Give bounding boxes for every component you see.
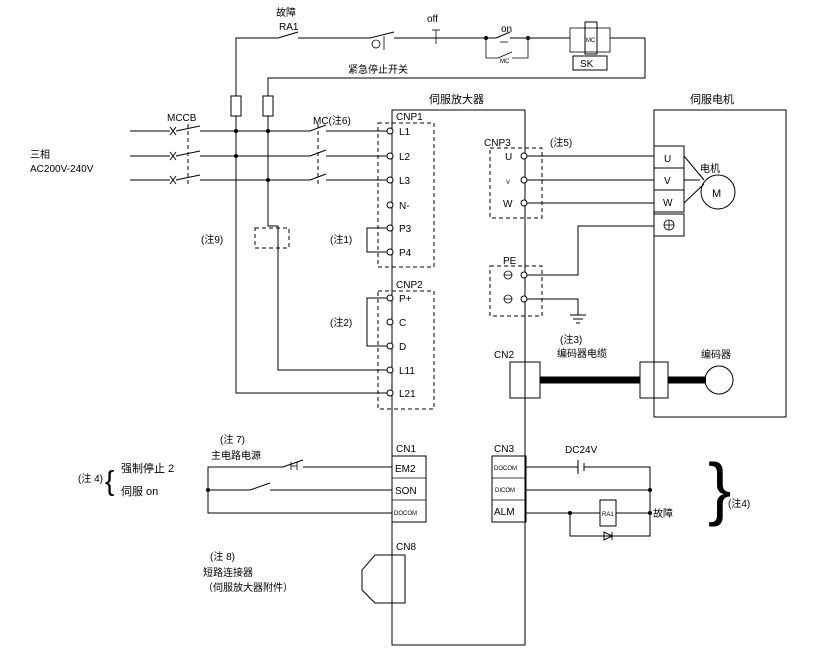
on-label: on — [501, 24, 512, 35]
short-connector-label: 短路连接器 — [203, 566, 253, 579]
cnp2-terminal-label: P+ — [399, 294, 412, 305]
servo-motor: 伺服电机 U V W 电机 M 编码器 — [653, 92, 787, 418]
forced-stop-label: 强制停止 2 — [121, 461, 174, 475]
motor-terminal-label: V — [664, 176, 671, 187]
diode-icon — [603, 531, 614, 541]
note8-label: (注 8) — [210, 550, 235, 563]
servo-amplifier: 伺服放大器 CNP1 L1 L2 L3 N- P3 P4 (注1) CNP2 P… — [330, 92, 706, 646]
cn3-terminal-label: ALM — [494, 507, 515, 518]
fault-right-label: 故障 — [653, 507, 673, 520]
note9-label: (注9) — [201, 233, 223, 246]
note2-label: (注2) — [330, 316, 352, 329]
fault-circuit: 故障 RA1 off on MC MC SK — [230, 6, 646, 131]
ra1-label: RA1 — [279, 22, 299, 33]
right-io: DC24V RA1 故障 } (注4) — [526, 445, 750, 541]
cn2-label: CN2 — [494, 350, 514, 361]
pe-label: PE — [503, 256, 517, 267]
cn1-connector — [391, 455, 427, 523]
motor-symbol: M — [712, 188, 721, 200]
cnp3-label: CNP3 — [484, 138, 511, 149]
mc-note6-label: MC(注6) — [313, 114, 351, 127]
encoder-icon — [704, 365, 734, 395]
off-label: off — [427, 14, 438, 25]
encoder-label: 编码器 — [701, 348, 731, 361]
cn1-label: CN1 — [396, 444, 416, 455]
motor-terminal-label: U — [664, 154, 671, 165]
cnp1-terminal-label: N- — [399, 201, 410, 212]
brace-right-icon: } — [708, 449, 731, 527]
mc-aux-label: MC — [500, 59, 510, 65]
voltage-label: AC200V-240V — [30, 164, 94, 175]
cnp2-terminal-label: D — [399, 342, 406, 353]
cnp1-terminals: L1 L2 L3 N- P3 P4 — [386, 127, 412, 259]
motor-label: 电机 — [700, 162, 720, 175]
pe-connector — [489, 265, 543, 317]
motor-terminal-w — [653, 189, 685, 213]
motor-body — [653, 109, 787, 418]
amplifier-body — [391, 109, 526, 646]
fuse-2 — [262, 95, 274, 117]
note5-label: (注5) — [550, 136, 572, 149]
motor-terminal-pe — [653, 213, 685, 237]
left-io: (注 7) 主电路电源 (注 4) { 强制停止 2 伺服 on (注 8) 短… — [78, 433, 392, 594]
cnp2-terminal-label: C — [399, 318, 406, 329]
relay-ra1-label: RA1 — [602, 512, 614, 518]
servo-on-label: 伺服 on — [121, 485, 158, 498]
mc-coil-label: MC — [586, 38, 596, 44]
cnp3-terminal-label: W — [503, 199, 513, 210]
short-connector-icon — [361, 554, 406, 604]
cn8-label: CN8 — [396, 542, 416, 553]
cnp1-connector — [377, 122, 435, 268]
cnp1-label: CNP1 — [396, 112, 423, 123]
motor-terminal-label: W — [663, 198, 673, 209]
cnp3-terminals: U V W — [503, 152, 528, 210]
cnp2-terminal-label: L21 — [399, 389, 416, 400]
encoder-cable-label: 编码器电缆 — [557, 347, 607, 360]
motor-title: 伺服电机 — [690, 92, 734, 106]
emergency-stop-icon — [371, 39, 381, 49]
cn3-connector — [491, 455, 527, 523]
cn3-terminal-label: DICOM — [495, 488, 515, 494]
main-power-label: 主电路电源 — [211, 449, 261, 462]
note4-right-label: (注4) — [728, 497, 750, 510]
cnp1-terminal-label: L3 — [399, 176, 411, 187]
cnp2-connector — [377, 290, 435, 410]
emergency-stop-label: 紧急停止开关 — [348, 63, 408, 76]
cnp3-connector — [489, 147, 543, 219]
mccb-label: MCCB — [167, 113, 197, 124]
mc-coil-icon — [584, 21, 598, 55]
cnp1-terminal-label: L2 — [399, 152, 411, 163]
cn3-label: CN3 — [494, 444, 514, 455]
cnp2-label: CNP2 — [396, 280, 423, 291]
cn1-terminal-label: DOCOM — [394, 511, 417, 517]
sk-label: SK — [580, 59, 594, 70]
cn3-terminal-label: DOCOM — [494, 466, 517, 472]
note9-box — [254, 227, 290, 249]
cnp2-terminals: P+ C D L11 L21 — [386, 294, 416, 400]
phase-lines — [130, 124, 390, 186]
cnp1-terminal-label: P3 — [399, 224, 412, 235]
dc24v-label: DC24V — [565, 445, 598, 456]
cnp1-terminal-label: P4 — [399, 248, 412, 259]
cnp1-terminal-label: L1 — [399, 127, 411, 138]
cnp2-terminal-label: L11 — [399, 366, 415, 377]
note7-label: (注 7) — [220, 433, 245, 446]
brace-left-icon: { — [105, 465, 114, 496]
accessory-label: （伺服放大器附件） — [203, 581, 293, 594]
motor-icon — [700, 174, 736, 210]
fault-label: 故障 — [276, 6, 296, 19]
cnp3-terminal-label: V — [506, 180, 510, 186]
cn1-terminal-label: EM2 — [395, 464, 416, 475]
note4-label: (注 4) — [78, 472, 103, 485]
note3-label: (注3) — [560, 333, 582, 346]
three-phase-label: 三相 — [30, 148, 50, 161]
power-input: 三相 AC200V-240V MCCB MC(注6) — [30, 113, 390, 394]
note1-label: (注1) — [330, 233, 352, 246]
amplifier-title: 伺服放大器 — [429, 92, 484, 106]
fuse-1 — [230, 95, 242, 117]
cn1-terminal-label: SON — [395, 486, 417, 497]
surge-killer-box — [572, 55, 608, 71]
cnp3-terminal-label: U — [505, 152, 512, 163]
